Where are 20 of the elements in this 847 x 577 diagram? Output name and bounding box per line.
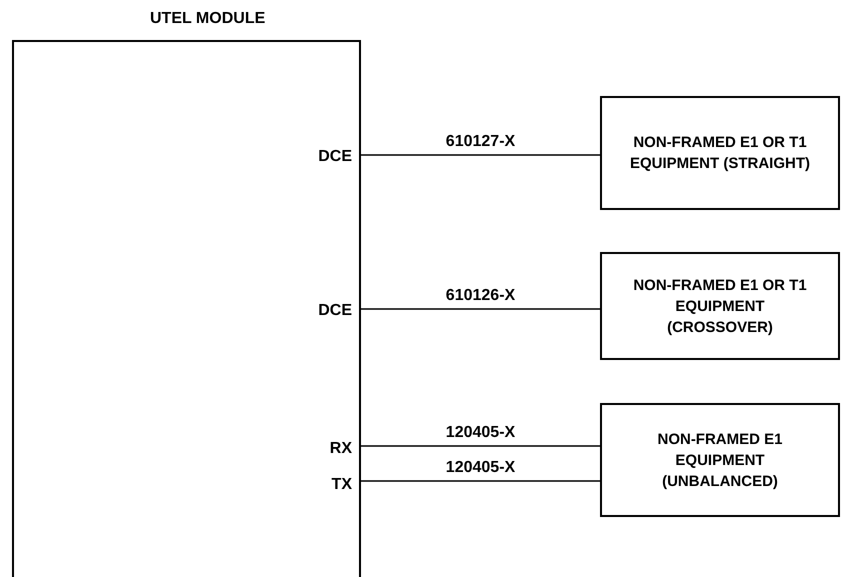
cable-label: 120405-X — [444, 423, 516, 443]
module-title: UTEL MODULE — [150, 9, 266, 29]
cable-label: 120405-X — [444, 458, 516, 478]
cable-label: 610127-X — [444, 132, 516, 152]
connector-line — [361, 308, 600, 310]
port-label: RX — [330, 439, 352, 459]
equipment-label: NON-FRAMED E1 OR T1 EQUIPMENT (STRAIGHT) — [629, 133, 811, 174]
equipment-box — [600, 252, 840, 360]
equipment-box — [600, 96, 840, 210]
port-label: TX — [332, 475, 352, 495]
connector-line — [361, 445, 600, 447]
connector-line — [361, 480, 600, 482]
equipment-label: NON-FRAMED E1 OR T1 EQUIPMENT (CROSSOVER) — [632, 276, 808, 338]
equipment-box — [600, 403, 840, 517]
module-outline — [12, 40, 361, 577]
connector-line — [361, 154, 600, 156]
port-label: DCE — [318, 147, 352, 167]
equipment-label: NON-FRAMED E1 EQUIPMENT (UNBALANCED) — [656, 430, 784, 492]
port-label: DCE — [318, 301, 352, 321]
cable-label: 610126-X — [444, 286, 516, 306]
